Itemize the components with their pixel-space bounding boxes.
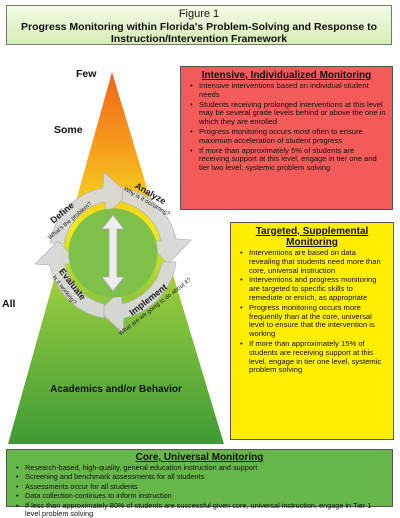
list-item: If more than approximately 5% of student… (190, 146, 386, 173)
core-monitoring-box: Core, Universal Monitoring Research-base… (6, 449, 393, 518)
arrow-implement-segment (98, 261, 177, 334)
double-headed-arrow (101, 214, 125, 292)
list-item: Progress monitoring occurs most often to… (190, 127, 386, 146)
intensive-heading: Intensive, Individualized Monitoring (201, 70, 372, 81)
intensive-list: Intensive interventions based on individ… (187, 81, 386, 173)
targeted-list: Interventions are based on data revealin… (237, 248, 387, 375)
list-item: Assessments occur for all students (16, 482, 386, 492)
list-item: Students receiving prolonged interventio… (190, 100, 386, 127)
list-item: If more than approximately 15% of studen… (240, 339, 387, 375)
level-some: Some (54, 124, 83, 136)
list-item: Interventions are based on data revealin… (240, 248, 387, 275)
targeted-monitoring-box: Targeted, Supplemental Monitoring Interv… (230, 222, 394, 440)
figure-title: Progress Monitoring within Florida's Pro… (20, 21, 378, 45)
figure-title-box: Figure 1 Progress Monitoring within Flor… (6, 5, 392, 45)
list-item: Interventions and progress monitoring ar… (240, 275, 387, 302)
list-item: Intensive interventions based on individ… (190, 81, 386, 100)
arrow-define-segment (49, 171, 129, 245)
core-list: Research-based, high-quality, general ed… (13, 463, 386, 518)
level-few: Few (76, 68, 97, 80)
list-item: Progress monitoring occurs more frequent… (240, 303, 387, 339)
targeted-heading: Targeted, Supplemental Monitoring (255, 226, 369, 248)
list-item: Research-based, high-quality, general ed… (16, 463, 386, 473)
list-item: If less than approximately 80% of studen… (16, 501, 386, 518)
intensive-monitoring-box: Intensive, Individualized Monitoring Int… (180, 66, 393, 210)
core-heading: Core, Universal Monitoring (135, 452, 264, 463)
list-item: Data collection continues to inform inst… (16, 491, 386, 501)
figure-label: Figure 1 (178, 8, 220, 20)
list-item: Screening and benchmark assessments for … (16, 472, 386, 482)
pyramid-base-label: Academics and/or Behavior (50, 384, 182, 395)
arrow-analyze-segment (121, 187, 192, 265)
arrow-evaluate-segment (34, 240, 105, 319)
level-all: All (2, 298, 16, 310)
